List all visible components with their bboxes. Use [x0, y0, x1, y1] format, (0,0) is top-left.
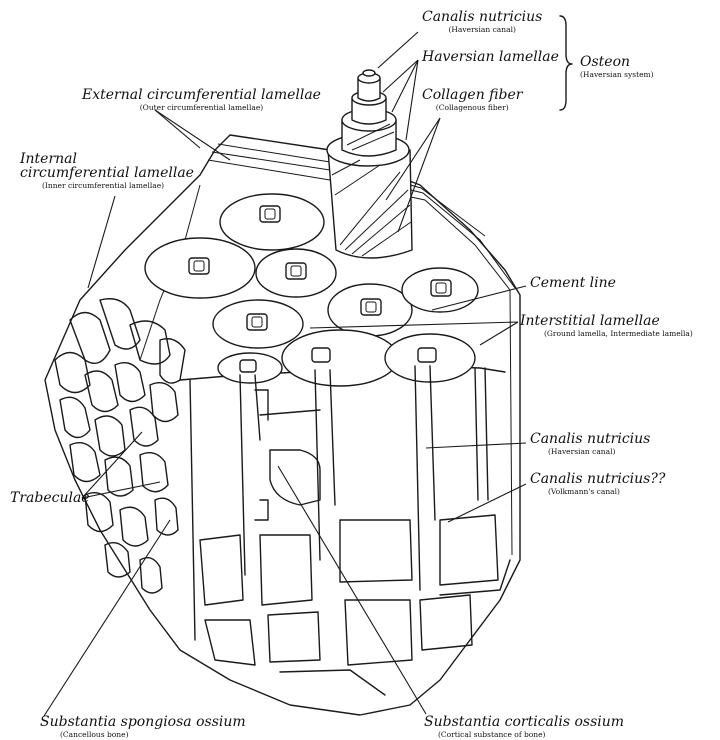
haversian-canal — [312, 348, 330, 362]
label-collagen-fiber: Collagen fiber (Collagenous fiber) — [422, 88, 522, 112]
spongy-bone-trabeculae — [55, 299, 185, 593]
label-subtext: (Haversian canal) — [422, 26, 542, 34]
haversian-canal — [418, 348, 436, 362]
osteon-section — [282, 330, 398, 386]
haversian-canal — [189, 258, 209, 274]
haversian-canal — [240, 360, 256, 372]
label-subtext: (Cancellous bone) — [60, 731, 246, 739]
osteon-cross-sections — [145, 194, 478, 386]
label-haversian-lamellae: Haversian lamellae — [422, 50, 559, 64]
label-subtext: (Volkmann's canal) — [548, 488, 665, 496]
haversian-canal — [286, 263, 306, 279]
label-text: Osteon — [580, 55, 654, 69]
haversian-canal — [247, 314, 267, 330]
label-text: Interstitial lamellae — [520, 314, 693, 328]
label-canalis-nutricius-mid: Canalis nutricius (Haversian canal) — [530, 432, 650, 456]
label-cement-line: Cement line — [530, 276, 616, 290]
label-external-circumferential-lamellae: External circumferential lamellae (Outer… — [82, 88, 321, 112]
label-text: Cement line — [530, 276, 616, 290]
label-text: Canalis nutricius — [530, 432, 650, 446]
label-text: Canalis nutricius — [422, 10, 542, 24]
label-subtext: (Collagenous fiber) — [422, 104, 522, 112]
haversian-canal — [260, 206, 280, 222]
label-subtext: (Cortical substance of bone) — [438, 731, 624, 739]
label-subtext: (Inner circumferential lamellae) — [42, 182, 194, 190]
label-trabeculae: Trabeculae — [10, 491, 90, 505]
label-osteon: Osteon (Haversian system) — [580, 55, 654, 79]
label-subtext: (Outer circumferential lamellae) — [82, 104, 321, 112]
label-interstitial-lamellae: Interstitial lamellae (Ground lamella, I… — [520, 314, 693, 338]
label-substantia-corticalis-ossium: Substantia corticalis ossium (Cortical s… — [424, 715, 624, 739]
haversian-canal — [361, 299, 381, 315]
label-substantia-spongiosa-ossium: Substantia spongiosa ossium (Cancellous … — [40, 715, 246, 739]
label-text: Collagen fiber — [422, 88, 522, 102]
label-canalis-nutricius-top: Canalis nutricius (Haversian canal) — [422, 10, 542, 34]
label-text: External circumferential lamellae — [82, 88, 321, 102]
label-text: Canalis nutricius?? — [530, 472, 665, 486]
label-subtext: (Ground lamella, Intermediate lamella) — [544, 330, 693, 338]
label-text: circumferential lamellae — [20, 166, 194, 180]
label-subtext: (Haversian canal) — [548, 448, 650, 456]
label-text: Substantia corticalis ossium — [424, 715, 624, 729]
label-text: Trabeculae — [10, 491, 90, 505]
label-text: Substantia spongiosa ossium — [40, 715, 246, 729]
haversian-canal-top — [363, 70, 375, 76]
label-text: Internal — [20, 152, 194, 166]
cortical-front-face — [190, 366, 510, 695]
label-subtext: (Haversian system) — [580, 71, 654, 79]
label-internal-circumferential-lamellae: Internal circumferential lamellae (Inner… — [20, 152, 194, 190]
label-text: Haversian lamellae — [422, 50, 559, 64]
label-canalis-nutricius-volkmann: Canalis nutricius?? (Volkmann's canal) — [530, 472, 665, 496]
osteon-brace — [560, 16, 572, 110]
haversian-canal — [431, 280, 451, 296]
